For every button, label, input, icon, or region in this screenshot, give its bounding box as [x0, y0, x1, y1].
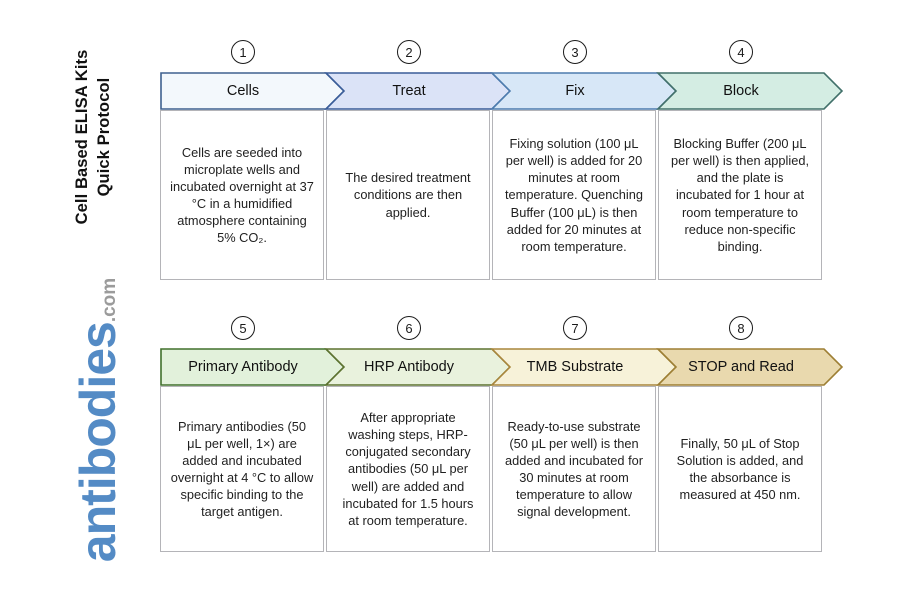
step-description-text: Ready-to-use substrate (50 μL per well) …: [504, 418, 644, 520]
brand-logo: antibodies.com: [69, 258, 131, 582]
step-number-text: 2: [405, 44, 413, 60]
step-number-7: 7: [563, 316, 587, 340]
step-description-text: The desired treatment conditions are the…: [345, 170, 471, 220]
step-number-text: 7: [571, 320, 579, 336]
step-description-cells: Cells are seeded into microplate wells a…: [160, 110, 324, 280]
step-arrow-stop-and-read: [656, 348, 844, 386]
step-number-1: 1: [231, 40, 255, 64]
step-label-cells: Cells: [226, 83, 260, 99]
step-number-text: 3: [571, 44, 579, 60]
step-number-text: 5: [239, 320, 247, 336]
step-number-text: 1: [239, 44, 247, 60]
brand-logo-suffix: .com: [99, 277, 120, 323]
step-description-hrp-antibody: After appropriate washing steps, HRP-con…: [326, 386, 490, 552]
step-number-5: 5: [231, 316, 255, 340]
step-number-4: 4: [729, 40, 753, 64]
step-number-text: 6: [405, 320, 413, 336]
step-description-treat: The desired treatment conditions are the…: [326, 110, 490, 280]
brand-logo-text: antibodies: [70, 322, 126, 563]
step-arrow-block: [656, 72, 844, 110]
protocol-row-1: 1 2 3 4 Cells Treat Fix Block Cells are …: [160, 40, 860, 281]
page-title-line1: Cell Based ELISA Kits: [73, 49, 91, 225]
step-number-text: 8: [737, 320, 745, 336]
step-label-primary-antibody: Primary Antibody: [188, 359, 298, 375]
step-description-block: Blocking Buffer (200 μL per well) is the…: [658, 110, 822, 280]
step-number-8: 8: [729, 316, 753, 340]
step-description-stop-and-read: Finally, 50 μL of Stop Solution is added…: [658, 386, 822, 552]
step-description-tmb-substrate: Ready-to-use substrate (50 μL per well) …: [492, 386, 656, 552]
step-label-tmb-substrate: TMB Substrate: [526, 359, 624, 375]
protocol-row-2: 5 6 7 8 Primary Antibody HRP Antibody TM…: [160, 316, 860, 553]
step-arrow-shape: [656, 72, 844, 110]
step-description-text: Blocking Buffer (200 μL per well) is the…: [671, 136, 809, 254]
step-description-text: After appropriate washing steps, HRP-con…: [342, 410, 474, 528]
step-number-text: 4: [737, 44, 745, 60]
step-description-text: Primary antibodies (50 μL per well, 1×) …: [170, 418, 314, 520]
step-description-text: Cells are seeded into microplate wells a…: [170, 144, 314, 246]
step-arrow-shape: [656, 348, 844, 386]
step-description-primary-antibody: Primary antibodies (50 μL per well, 1×) …: [160, 386, 324, 552]
step-number-2: 2: [397, 40, 421, 64]
step-description-fix: Fixing solution (100 μL per well) is add…: [492, 110, 656, 280]
step-description-text: Fixing solution (100 μL per well) is add…: [504, 136, 643, 254]
page-title: Cell Based ELISA Kits Quick Protocol: [71, 35, 117, 239]
step-description-text: Finally, 50 μL of Stop Solution is added…: [676, 435, 804, 503]
step-label-fix: Fix: [565, 83, 585, 99]
step-number-6: 6: [397, 316, 421, 340]
step-label-hrp-antibody: HRP Antibody: [363, 359, 454, 375]
step-label-block: Block: [723, 83, 759, 99]
step-number-3: 3: [563, 40, 587, 64]
step-label-treat: Treat: [392, 83, 426, 99]
step-label-stop-and-read: STOP and Read: [688, 359, 794, 375]
page-title-line2: Quick Protocol: [95, 77, 114, 197]
